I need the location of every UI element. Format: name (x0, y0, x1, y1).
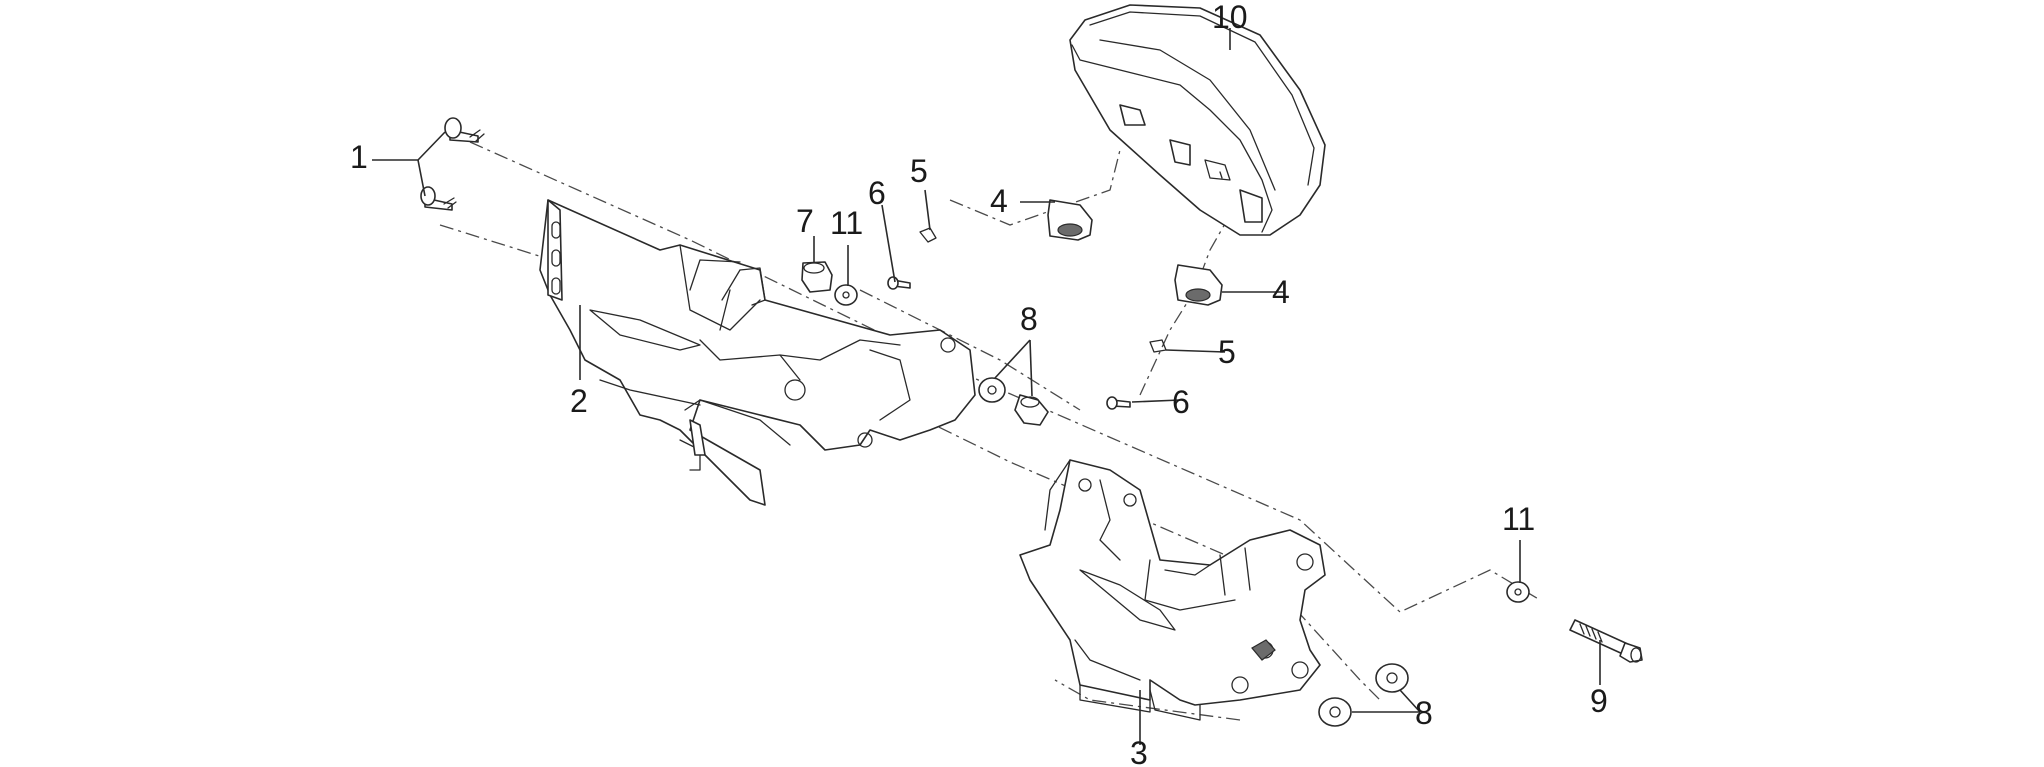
part-3-right-bracket (1019, 459, 1326, 721)
callout-10: 10 (1212, 0, 1248, 35)
part-7-spacer (801, 261, 833, 293)
callout-8-lower: 8 (1415, 695, 1433, 731)
callout-3: 3 (1130, 735, 1148, 767)
leader-lines (372, 28, 1601, 745)
callout-1: 1 (350, 139, 368, 175)
part-6-small-screws (887, 276, 1131, 410)
callout-9: 9 (1590, 683, 1608, 719)
part-9-bolt (1569, 619, 1643, 663)
callout-6-lower: 6 (1172, 384, 1190, 420)
part-4-grommets (1047, 199, 1223, 306)
callout-4-lower: 4 (1272, 274, 1290, 310)
callout-11-left: 11 (830, 205, 863, 241)
callout-2: 2 (570, 383, 588, 419)
part-8-bushings (978, 377, 1409, 727)
callout-11-right: 11 (1502, 501, 1535, 537)
callout-8-upper: 8 (1020, 301, 1038, 337)
part-5-clips (919, 227, 1167, 353)
callout-labels: 1 2 3 4 4 5 5 6 6 7 8 8 9 10 11 11 (350, 0, 1608, 767)
part-10-instrument-cluster (1069, 4, 1326, 236)
callout-6-upper: 6 (868, 175, 886, 211)
part-1-screws (420, 117, 485, 211)
callout-5-upper: 5 (910, 153, 928, 189)
callout-7: 7 (796, 203, 814, 239)
part-2-left-bracket (539, 199, 976, 506)
part-11-washers (834, 284, 1530, 603)
callout-4-upper: 4 (990, 183, 1008, 219)
callout-5-lower: 5 (1218, 334, 1236, 370)
